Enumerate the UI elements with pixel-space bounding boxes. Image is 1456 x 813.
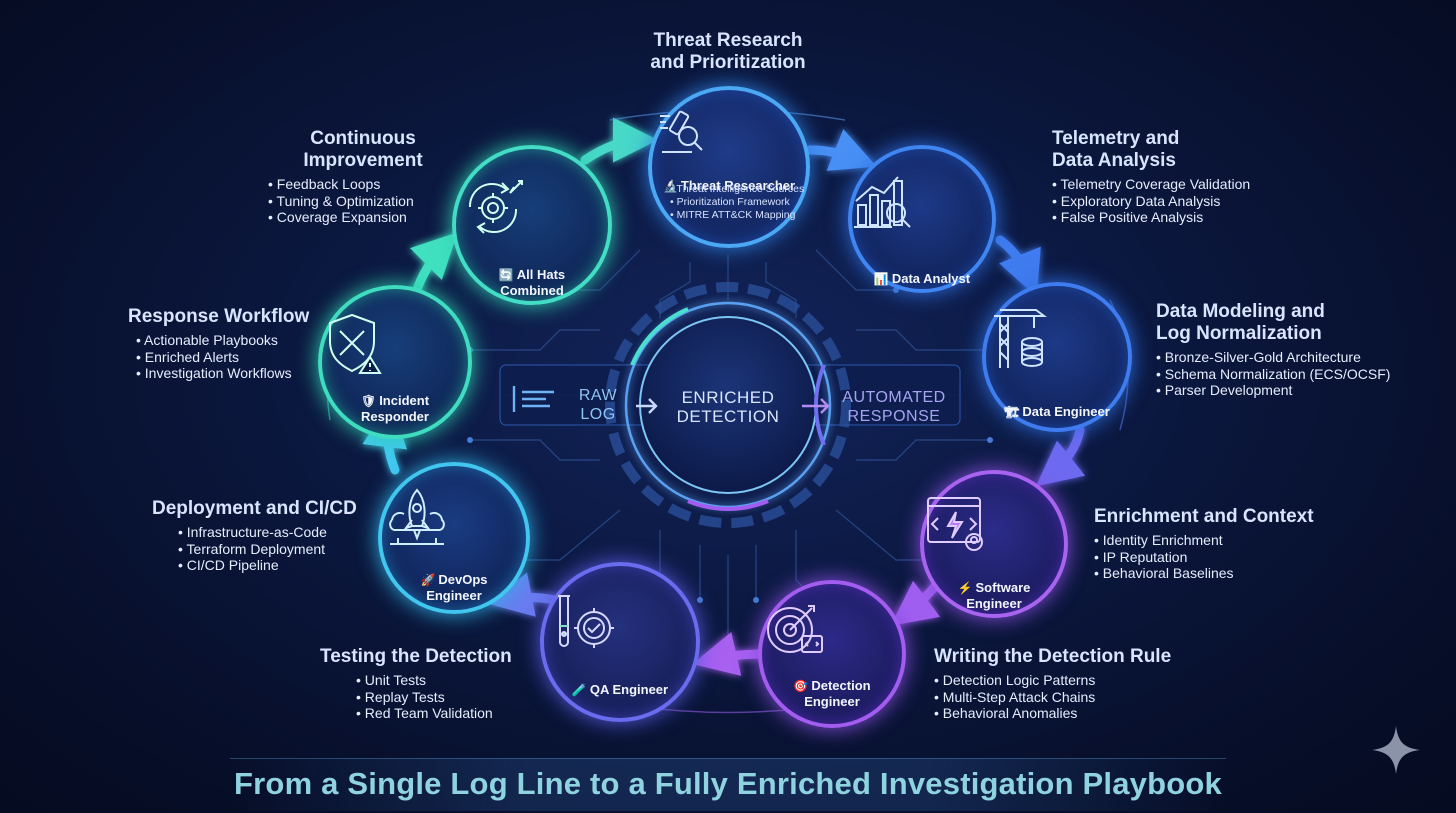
stage-title: Writing the Detection Rule bbox=[934, 646, 1172, 667]
role-qa-engineer: 🧪QA Engineer bbox=[540, 562, 700, 722]
list-item: Replay Tests bbox=[356, 689, 530, 706]
stage-title: Continuous Improvement bbox=[303, 128, 423, 171]
list-item: Telemetry Coverage Validation bbox=[1052, 176, 1282, 193]
role-software-engineer: ⚡Software Engineer bbox=[920, 470, 1068, 618]
stage-title: Testing the Detection bbox=[320, 646, 512, 667]
list-item: Detection Logic Patterns bbox=[934, 672, 1194, 689]
stage-deployment: Deployment and CI/CD Infrastructure-as-C… bbox=[152, 498, 362, 574]
list-item: CI/CD Pipeline bbox=[178, 557, 362, 574]
role-data-engineer-label: Data Engineer bbox=[1022, 404, 1110, 419]
list-item: Tuning & Optimization bbox=[268, 193, 468, 210]
stage-title: Response Workflow bbox=[128, 306, 310, 327]
list-item: Coverage Expansion bbox=[268, 209, 468, 226]
list-item: Unit Tests bbox=[356, 672, 530, 689]
role-data-analyst-label: Data Analyst bbox=[891, 271, 971, 286]
role-all-hats-label: All Hats Combined bbox=[500, 267, 566, 298]
list-item: Exploratory Data Analysis bbox=[1052, 193, 1282, 210]
list-item: Identity Enrichment bbox=[1094, 532, 1324, 549]
stage-title: Data Modeling and Log Normalization bbox=[1156, 301, 1325, 344]
list-item: Bronze-Silver-Gold Architecture bbox=[1156, 349, 1396, 366]
chart-glyph-icon: 📊 bbox=[873, 272, 889, 286]
list-item: IP Reputation bbox=[1094, 549, 1324, 566]
list-item: False Positive Analysis bbox=[1052, 209, 1282, 226]
role-devops-engineer: 🚀DevOps Engineer bbox=[378, 462, 530, 614]
footer-bar bbox=[230, 758, 1226, 811]
test-tube-glyph-icon: 🧪 bbox=[571, 683, 587, 697]
list-item: Schema Normalization (ECS/OCSF) bbox=[1156, 366, 1396, 383]
stage-data-modeling: Data Modeling and Log Normalization Bron… bbox=[1156, 301, 1396, 399]
list-item: Red Team Validation bbox=[356, 705, 530, 722]
target-glyph-icon: 🎯 bbox=[793, 679, 809, 693]
stage-title: Telemetry and Data Analysis bbox=[1052, 128, 1180, 171]
stage-writing-rule: Writing the Detection Rule Detection Log… bbox=[934, 646, 1194, 722]
list-item: Actionable Playbooks bbox=[136, 332, 328, 349]
raw-log-label: RAW LOG bbox=[578, 387, 618, 423]
list-item: Threat Intelligence Sources bbox=[670, 183, 806, 196]
list-item: MITRE ATT&CK Mapping bbox=[670, 209, 806, 222]
role-software-engineer-label: Software Engineer bbox=[966, 580, 1031, 611]
role-qa-engineer-label: QA Engineer bbox=[589, 682, 669, 697]
stage-response-workflow: Response Workflow Actionable Playbooks E… bbox=[128, 306, 328, 382]
role-data-analyst: 📊Data Analyst bbox=[848, 145, 996, 293]
list-item: Terraform Deployment bbox=[178, 541, 362, 558]
list-item: Investigation Workflows bbox=[136, 365, 328, 382]
list-item: Behavioral Baselines bbox=[1094, 565, 1324, 582]
stage-title: Enrichment and Context bbox=[1094, 506, 1314, 527]
sparkle-icon bbox=[1368, 722, 1424, 778]
cycle-glyph-icon: 🔄 bbox=[498, 268, 514, 282]
role-detection-engineer-label: Detection Engineer bbox=[804, 678, 871, 709]
stage-title: Threat Research and Prioritization bbox=[650, 30, 806, 73]
list-item: Parser Development bbox=[1156, 382, 1396, 399]
role-incident-responder: 🛡Incident Responder bbox=[318, 285, 472, 439]
stage-continuous-improvement: Continuous Improvement Feedback Loops Tu… bbox=[268, 128, 468, 226]
footer-title: From a Single Log Line to a Fully Enrich… bbox=[234, 766, 1222, 801]
shield-glyph-icon: 🛡 bbox=[360, 394, 377, 408]
stage-testing: Testing the Detection Unit Tests Replay … bbox=[320, 646, 530, 722]
stage-enrichment: Enrichment and Context Identity Enrichme… bbox=[1094, 506, 1324, 582]
stage-telemetry: Telemetry and Data Analysis Telemetry Co… bbox=[1052, 128, 1282, 226]
list-item: Multi-Step Attack Chains bbox=[934, 689, 1194, 706]
automated-response-label: AUTOMATED RESPONSE bbox=[842, 389, 946, 425]
list-item: Behavioral Anomalies bbox=[934, 705, 1194, 722]
role-threat-researcher: 🔬Threat Researcher Threat Intelligence S… bbox=[648, 86, 810, 248]
list-item: Feedback Loops bbox=[268, 176, 468, 193]
role-all-hats-combined: 🔄All Hats Combined bbox=[452, 145, 612, 305]
role-devops-engineer-label: DevOps Engineer bbox=[426, 572, 488, 603]
stage-threat-research: Threat Research and Prioritization bbox=[600, 30, 856, 74]
role-detection-engineer: 🎯Detection Engineer bbox=[758, 580, 906, 728]
raw-log-icon bbox=[512, 384, 558, 414]
rocket-glyph-icon: 🚀 bbox=[420, 573, 436, 587]
list-item: Enriched Alerts bbox=[136, 349, 328, 366]
lightning-glyph-icon: ⚡ bbox=[957, 581, 973, 595]
role-data-engineer: 🏗Data Engineer bbox=[982, 282, 1132, 432]
list-item: Prioritization Framework bbox=[670, 196, 806, 209]
enriched-detection-label: ENRICHED DETECTION bbox=[676, 388, 780, 426]
list-item: Infrastructure-as-Code bbox=[178, 524, 362, 541]
threat-researcher-items: Threat Intelligence Sources Prioritizati… bbox=[652, 183, 806, 222]
role-incident-responder-label: Incident Responder bbox=[361, 393, 430, 424]
stage-title: Deployment and CI/CD bbox=[152, 498, 357, 519]
crane-glyph-icon: 🏗 bbox=[1004, 405, 1020, 419]
